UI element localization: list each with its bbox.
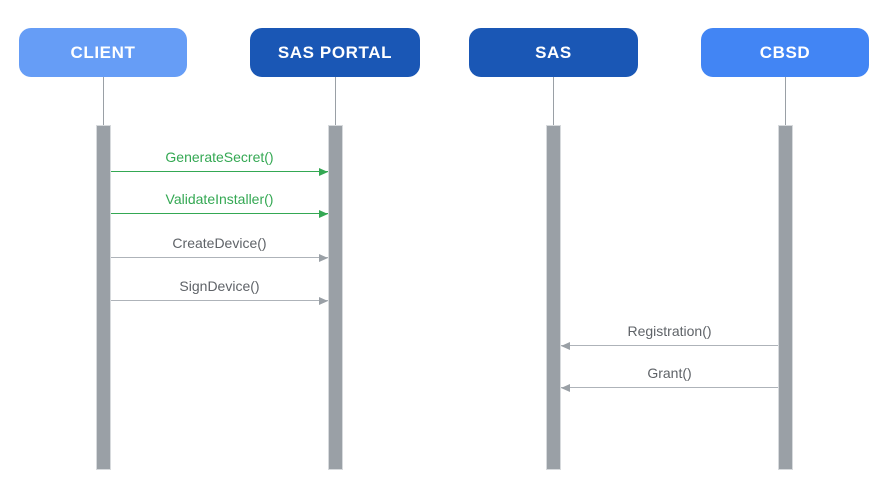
arrow-line (111, 300, 328, 301)
activation-bar-sas (546, 125, 561, 470)
activation-bar-sas-portal (328, 125, 343, 470)
message-validate-installer-label: ValidateInstaller() (165, 191, 274, 207)
lifeline-sas (553, 77, 554, 125)
message-create-device-label: CreateDevice() (172, 235, 267, 251)
lifeline-client (103, 77, 104, 125)
message-create-device: CreateDevice() (111, 232, 328, 262)
arrow-line (561, 387, 778, 388)
arrowhead-right-icon (319, 297, 328, 305)
message-generate-secret-label: GenerateSecret() (165, 149, 274, 165)
lifeline-cbsd (785, 77, 786, 125)
arrowhead-left-icon (561, 384, 570, 392)
actor-sas-portal: SAS PORTAL (250, 28, 420, 77)
arrow-line (111, 171, 328, 172)
activation-bar-cbsd (778, 125, 793, 470)
arrowhead-right-icon (319, 210, 328, 218)
actor-cbsd: CBSD (701, 28, 869, 77)
arrow-line (111, 213, 328, 214)
actor-sas-portal-label: SAS PORTAL (277, 42, 393, 62)
actor-sas: SAS (469, 28, 638, 77)
message-sign-device-label: SignDevice() (179, 278, 260, 294)
actor-cbsd-label: CBSD (759, 42, 811, 62)
arrowhead-right-icon (319, 168, 328, 176)
message-validate-installer: ValidateInstaller() (111, 188, 328, 218)
message-sign-device: SignDevice() (111, 275, 328, 305)
message-generate-secret: GenerateSecret() (111, 146, 328, 176)
arrow-line (111, 257, 328, 258)
message-grant: Grant() (561, 362, 778, 392)
actor-sas-label: SAS (535, 42, 572, 62)
message-registration: Registration() (561, 320, 778, 350)
arrowhead-right-icon (319, 254, 328, 262)
lifeline-sas-portal (335, 77, 336, 125)
actor-client-label: CLIENT (70, 42, 136, 62)
message-grant-label: Grant() (647, 365, 692, 381)
message-registration-label: Registration() (627, 323, 712, 339)
arrowhead-left-icon (561, 342, 570, 350)
actor-client: CLIENT (19, 28, 187, 77)
arrow-line (561, 345, 778, 346)
activation-bar-client (96, 125, 111, 470)
